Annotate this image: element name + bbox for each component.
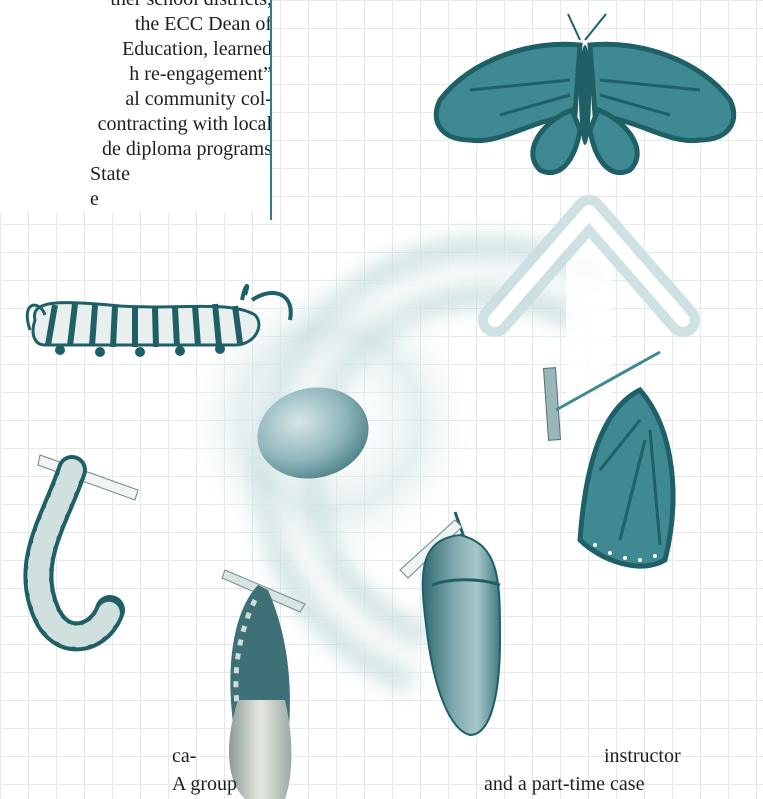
article-line: al community col- bbox=[0, 87, 272, 112]
up-arrow bbox=[495, 212, 683, 395]
article-line: the ECC Dean of bbox=[0, 12, 272, 37]
article-line: de diploma programs bbox=[0, 137, 272, 162]
article-line: ther school districts, bbox=[0, 0, 272, 12]
article-text-column: ther school districts, the ECC Dean of E… bbox=[0, 0, 272, 212]
article-line: h re-engagement” bbox=[0, 62, 272, 87]
bottom-right-line-1: instructor bbox=[604, 742, 681, 770]
article-line: Education, learned bbox=[0, 37, 272, 62]
hanging-caterpillar-icon bbox=[38, 455, 138, 636]
forming-chrysalis-icon bbox=[222, 570, 305, 799]
column-divider bbox=[270, 0, 272, 220]
bottom-left-line-1: ca- bbox=[172, 742, 196, 770]
article-line: e bbox=[0, 187, 272, 212]
bottom-left-line-2: A group bbox=[172, 770, 237, 798]
bottom-right-line-2: and a part-time case bbox=[484, 770, 644, 798]
article-line: State bbox=[0, 162, 272, 187]
article-line: contracting with local bbox=[0, 112, 272, 137]
adult-butterfly-icon bbox=[436, 14, 734, 173]
